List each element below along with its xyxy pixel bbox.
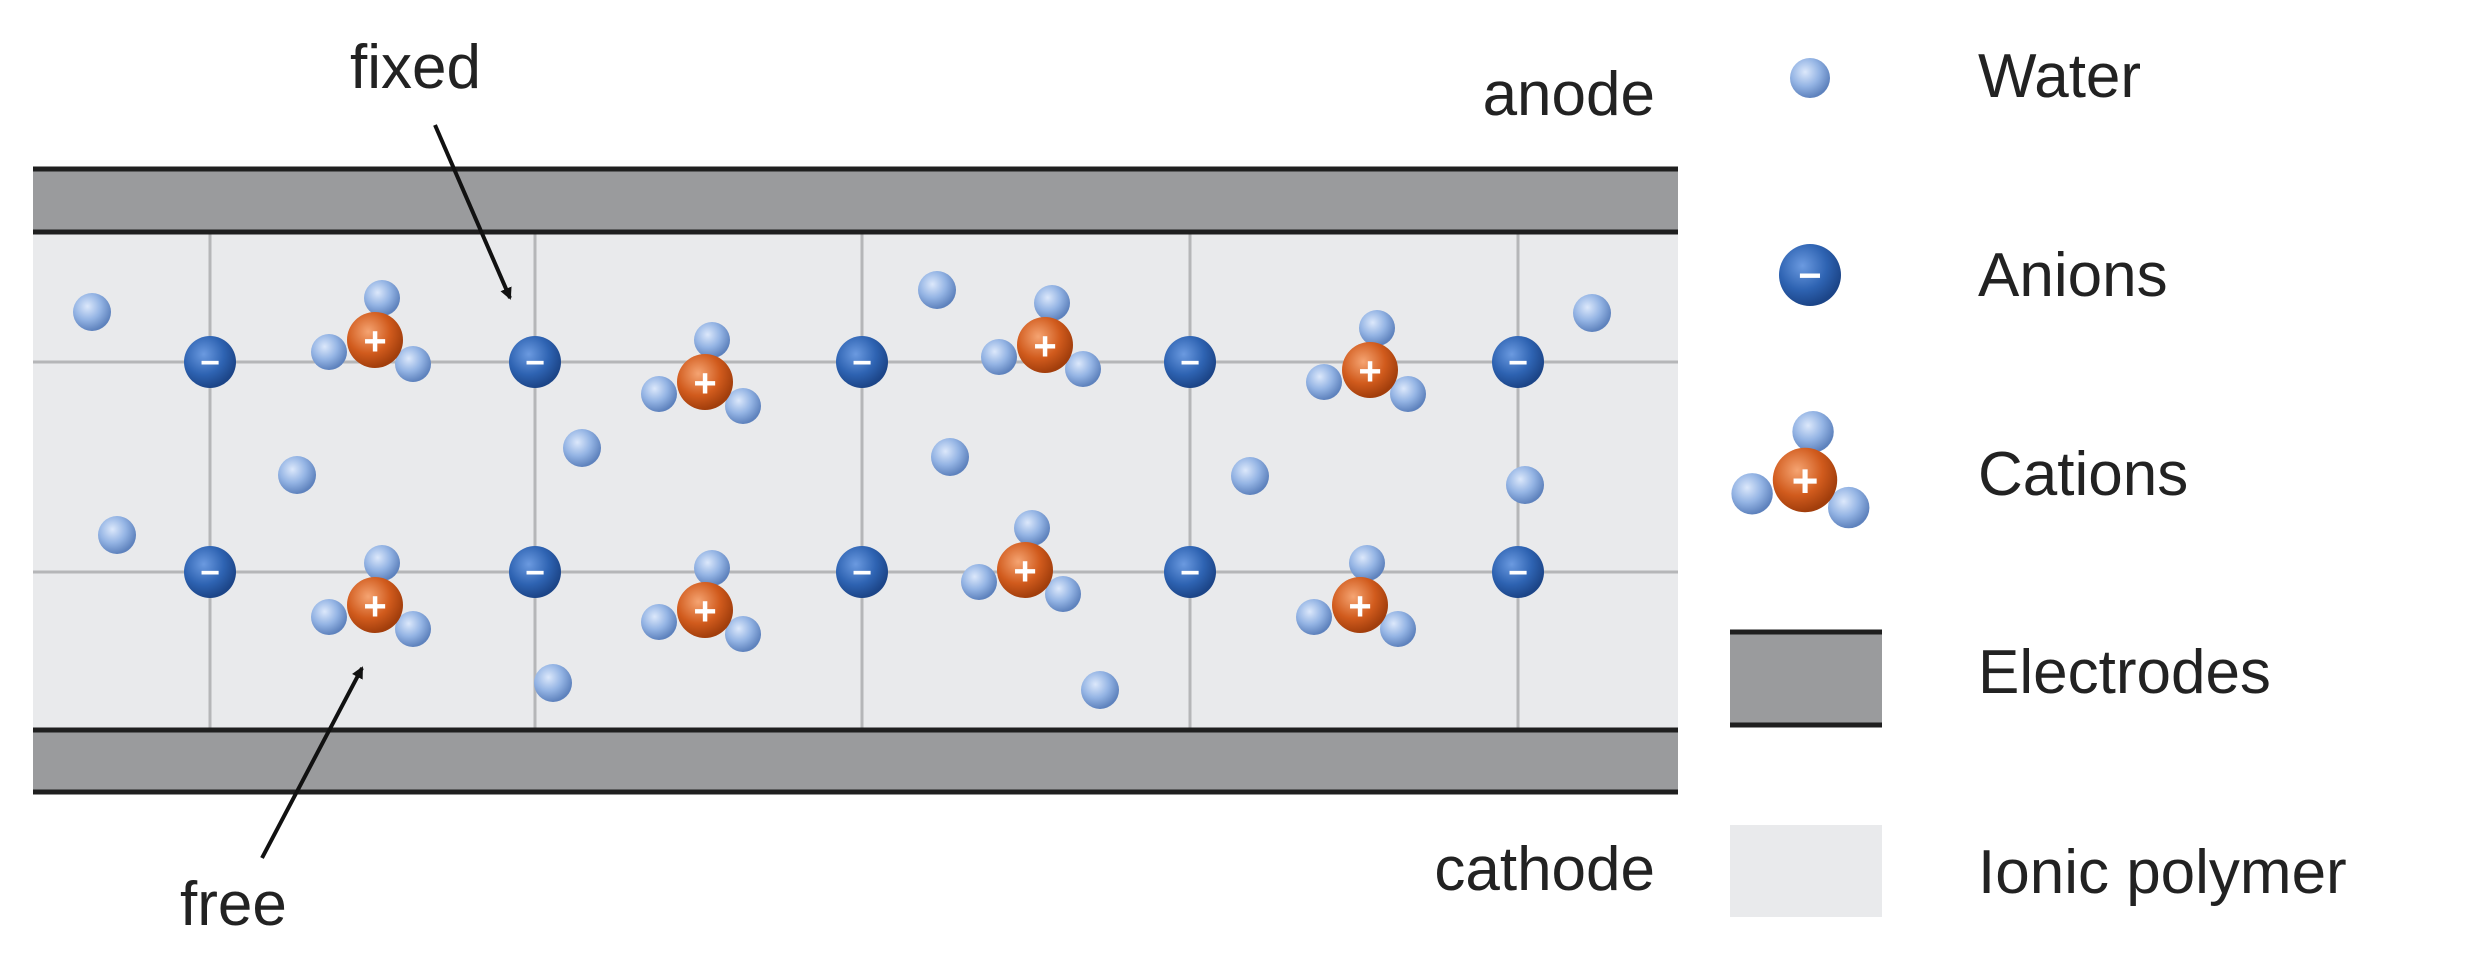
water-particle [73,293,111,331]
anion-sign: − [1508,344,1528,382]
anion-sign: − [852,344,872,382]
anion-particle: − [184,336,236,388]
cation-water [1380,611,1416,647]
anion-sign: − [1180,554,1200,592]
anion-particle: − [1164,336,1216,388]
fixed-arrow [433,124,512,300]
cation-water [1296,599,1332,635]
cation-water [641,376,677,412]
cation-sign: + [1033,324,1056,368]
cation-water [641,604,677,640]
cation-sign: + [693,589,716,633]
cation-particle: + [641,322,761,424]
free-label: free [180,870,287,939]
anion-particle: − [1164,546,1216,598]
cation-particle: + [1306,310,1426,412]
legend-electrode-icon [1730,629,1882,728]
anion-sign: − [525,554,545,592]
anion-sign: − [1180,344,1200,382]
anion-particle: − [184,546,236,598]
water-particle [931,438,969,476]
water-particle [534,664,572,702]
cation-water [1359,310,1395,346]
cation-water [1065,351,1101,387]
cation-sign: + [363,319,386,363]
legend: Water − Anions + Cations Electrodes Ioni… [1730,42,2347,917]
cation-sign: + [1358,349,1381,393]
cation-water [395,611,431,647]
cation-particle: + [641,550,761,652]
cation-particle: + [311,545,431,647]
cation-water [1828,486,1870,529]
cation-water [395,346,431,382]
legend-cation-label: Cations [1978,440,2188,509]
anion-sign: − [200,554,220,592]
cation-particle: + [981,285,1101,387]
water-particle [1506,466,1544,504]
water-particle [1081,671,1119,709]
anion-particle: − [836,546,888,598]
cation-water [1390,376,1426,412]
cathode-label: cathode [1434,835,1655,904]
anion-sign: − [200,344,220,382]
anion-particle: − [509,336,561,388]
water-particle [1231,457,1269,495]
water-particle [278,456,316,494]
legend-polymer-icon [1730,825,1882,917]
cation-water [1349,545,1385,581]
anion-sign: − [525,344,545,382]
cation-sign: + [1013,549,1036,593]
cation-water [1045,576,1081,612]
legend-anion-icon: − [1779,244,1841,306]
cation-water [364,280,400,316]
top-electrode [33,166,1678,235]
cation-water [311,599,347,635]
legend-cation-icon: + [1731,411,1870,529]
cation-water [694,550,730,586]
cation-sign: + [693,361,716,405]
cation-water [311,334,347,370]
water-particle [1573,294,1611,332]
cation-particle: + [961,510,1081,612]
anion-particle: − [1492,546,1544,598]
legend-electrode-label: Electrodes [1978,638,2271,707]
cation-sign: + [1348,584,1371,628]
cation-particle: + [311,280,431,382]
legend-anion-label: Anions [1978,241,2168,310]
cation-particle: + [1296,545,1416,647]
cation-water [725,616,761,652]
water-particle [98,516,136,554]
cation-water [961,564,997,600]
legend-water-label: Water [1978,42,2141,111]
cation-water [725,388,761,424]
water-particle [563,429,601,467]
cation-sign: + [1792,455,1819,507]
cation-particle: + [1731,411,1870,529]
water-particle [918,271,956,309]
anion-sign: − [1508,554,1528,592]
particles-layer: − − − − − − − − − − + + + + + + + + [73,271,1611,709]
cation-water [364,545,400,581]
anion-sign: − [852,554,872,592]
free-arrow [260,666,364,859]
cation-water [1306,364,1342,400]
cation-sign: + [363,584,386,628]
cation-water [1034,285,1070,321]
cation-water [1014,510,1050,546]
cation-water [981,339,1017,375]
anode-label: anode [1483,60,1655,129]
cation-water [1792,411,1834,453]
cation-water [694,322,730,358]
anion-particle: − [836,336,888,388]
fixed-label: fixed [350,33,481,102]
legend-anion-sign: − [1798,254,1821,298]
anion-particle: − [1492,336,1544,388]
anion-particle: − [509,546,561,598]
cation-water [1731,473,1773,515]
legend-polymer-label: Ionic polymer [1978,838,2347,907]
bottom-electrode [33,727,1678,795]
legend-water-icon [1790,58,1830,98]
